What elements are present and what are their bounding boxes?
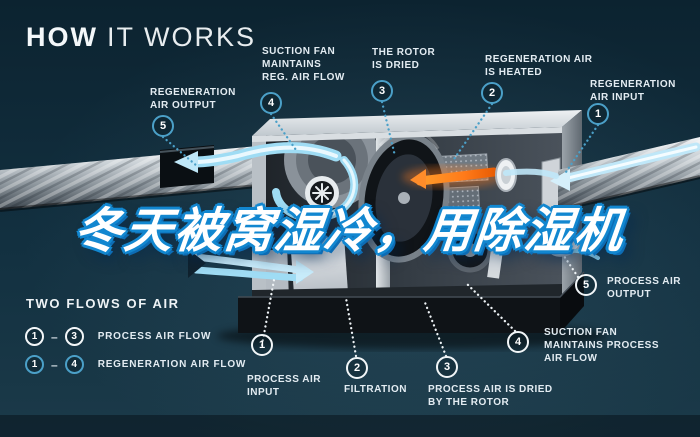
legend-row-process: 1 – 3 PROCESS AIR FLOW [25,327,211,346]
badge-process-5: 5 [575,274,597,296]
process-leader-lines [260,254,580,358]
label-regeneration-air-input: REGENERATION AIR INPUT [590,79,676,103]
badge-regeneration-4: 4 [260,92,282,114]
badge-regeneration-3: 3 [371,80,393,102]
badge-regeneration-1: 1 [587,103,609,125]
legend-row-regeneration: 1 – 4 REGENERATION AIR FLOW [25,355,246,374]
page-title: HOW IT WORKS [26,22,256,53]
label-process-air-dried: PROCESS AIR IS DRIED BY THE ROTOR [428,384,553,408]
label-process-air-input: PROCESS AIR INPUT [247,374,322,398]
legend-badge-1b: 1 [25,355,44,374]
label-process-air-output: PROCESS AIR OUTPUT [607,276,682,300]
heated-air-arrowhead [410,169,426,189]
legend-badge-3: 3 [64,327,84,346]
badge-process-3: 3 [436,356,458,378]
heater-element [415,167,499,186]
label-regeneration-air-heated: REGENERATION AIR IS HEATED [485,54,593,78]
air-flow-arrows [174,142,700,284]
badge-process-4: 4 [507,331,529,353]
legend-badge-4: 4 [64,355,84,374]
label-regeneration-air-output: REGENERATION AIR OUTPUT [150,87,236,111]
suction-fan-hub [305,176,339,210]
legend-heading: TWO FLOWS OF AIR [26,296,180,311]
legend-badge-1: 1 [25,327,44,346]
badge-regeneration-5: 5 [152,115,174,137]
condensate-box [290,236,348,294]
machine-base [238,297,560,333]
legend-label-process: PROCESS AIR FLOW [97,331,212,342]
headline-text: 冬天被窝湿冷，用除湿机 [71,205,628,258]
legend-dash-2: – [51,357,58,372]
badge-process-2: 2 [346,357,368,379]
legend-label-regeneration: REGENERATION AIR FLOW [97,359,247,370]
regeneration-leader-lines [161,100,600,174]
label-suction-fan-process: SUCTION FAN MAINTAINS PROCESS AIR FLOW [544,327,659,364]
title-secondary: IT WORKS [106,22,256,52]
badge-process-1: 1 [251,334,273,356]
label-filtration: FILTRATION [344,384,407,395]
label-suction-fan-reg: SUCTION FAN MAINTAINS REG. AIR FLOW [262,46,345,83]
title-primary: HOW [26,22,98,52]
badge-regeneration-2: 2 [481,82,503,104]
label-rotor-is-dried: THE ROTOR IS DRIED [372,47,436,71]
legend-dash: – [51,329,58,344]
headline-banner: 冬天被窝湿冷，用除湿机 [0,191,700,261]
machine-top-face [252,110,582,136]
